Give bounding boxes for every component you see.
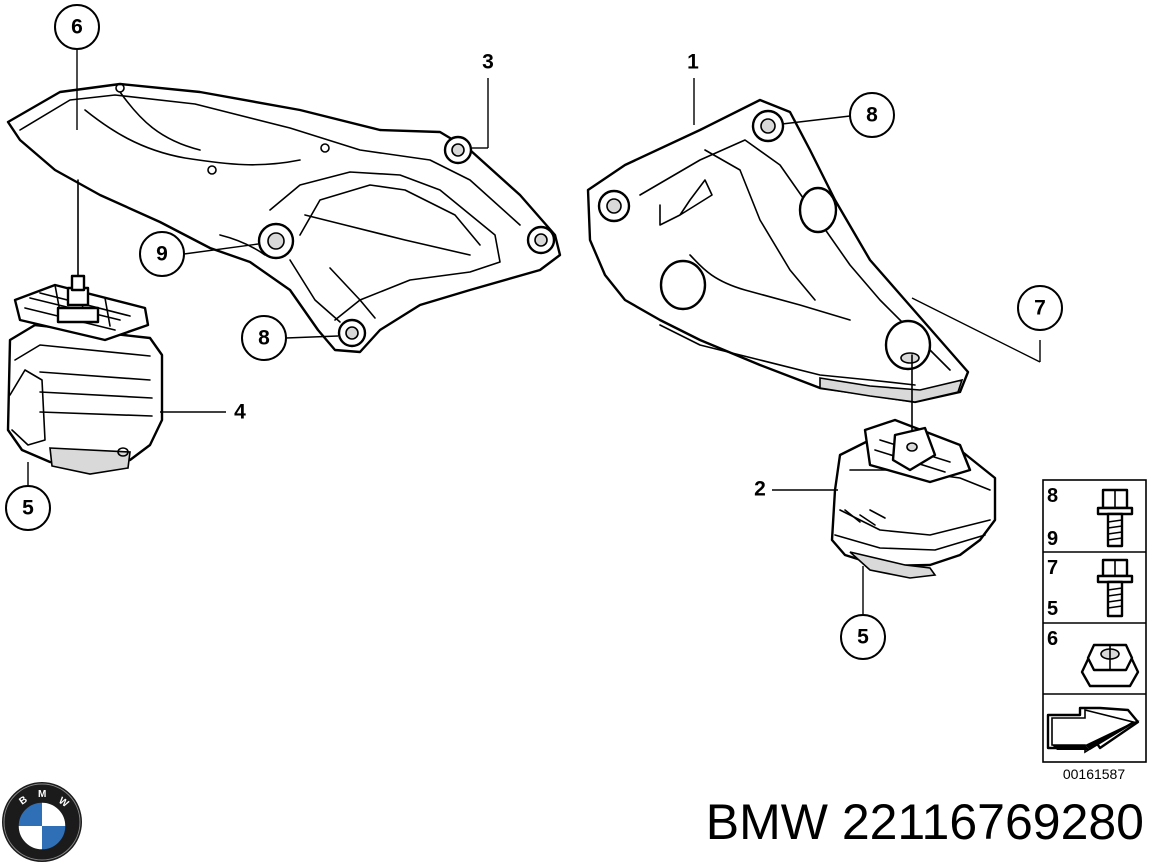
bmw-logo: B M W bbox=[2, 782, 82, 862]
callout-label: 4 bbox=[234, 401, 246, 424]
callout-8-left: 8 bbox=[241, 315, 287, 361]
callout-label: 9 bbox=[156, 243, 168, 266]
svg-text:M: M bbox=[38, 789, 46, 800]
engine-mount-left-part-4 bbox=[6, 179, 164, 475]
callout-6-top: 6 bbox=[54, 4, 100, 50]
callout-5-left: 5 bbox=[5, 485, 51, 531]
flange-bolt-short-icon bbox=[1096, 558, 1134, 618]
legend-label: 8 bbox=[1047, 485, 1058, 507]
leader-lines bbox=[27, 50, 1041, 614]
flange-nut-icon bbox=[1080, 643, 1140, 688]
reference-code: 00161587 bbox=[1063, 766, 1126, 782]
callout-label: 3 bbox=[482, 51, 494, 74]
callout-label: 2 bbox=[754, 478, 766, 501]
callout-3: 3 bbox=[482, 51, 494, 74]
callout-label: 8 bbox=[866, 104, 878, 127]
fastener-legend: 8 9 7 5 6 bbox=[1042, 479, 1147, 782]
callout-8-top-right: 8 bbox=[849, 92, 895, 138]
callout-4: 4 bbox=[234, 401, 246, 424]
callout-7: 7 bbox=[1017, 285, 1063, 331]
legend-label: 7 bbox=[1047, 557, 1058, 579]
flange-bolt-long-icon bbox=[1096, 488, 1134, 548]
bracket-right-part-1 bbox=[586, 98, 970, 404]
callout-label: 5 bbox=[22, 497, 34, 520]
callout-2: 2 bbox=[754, 478, 766, 501]
callout-label: 1 bbox=[687, 51, 699, 74]
engine-mount-right-part-2 bbox=[830, 354, 997, 579]
legend-label: 9 bbox=[1047, 528, 1058, 550]
callout-5-right: 5 bbox=[840, 614, 886, 660]
legend-label: 5 bbox=[1047, 598, 1058, 620]
callout-9-left: 9 bbox=[139, 231, 185, 277]
part-number-title: BMW 22116769280 bbox=[705, 794, 1144, 850]
callout-1: 1 bbox=[687, 51, 699, 74]
arrow-symbol-icon bbox=[1046, 706, 1140, 754]
callout-label: 5 bbox=[857, 626, 869, 649]
callout-label: 7 bbox=[1034, 297, 1046, 320]
bracket-left-part-3 bbox=[6, 82, 562, 354]
legend-label: 6 bbox=[1047, 628, 1058, 650]
callout-label: 6 bbox=[71, 16, 83, 39]
callout-label: 8 bbox=[258, 327, 270, 350]
